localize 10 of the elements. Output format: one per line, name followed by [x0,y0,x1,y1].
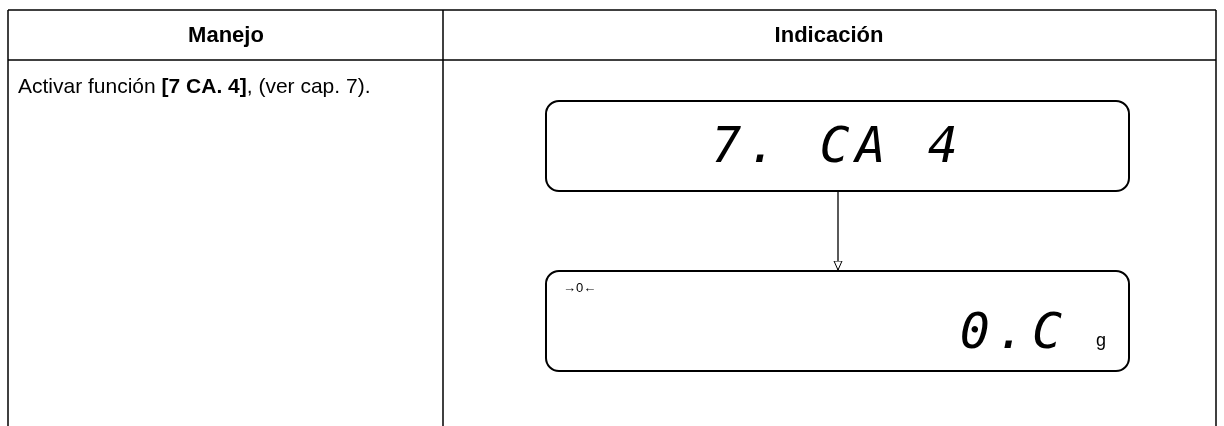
zero-indicator: →0← [563,280,597,295]
display-panel [545,270,1130,372]
arrow [833,191,843,271]
display-panel [545,100,1130,192]
instruction-text: Activar función [7 CA. 4], (ver cap. 7). [18,74,371,98]
display-readout: 7. CA 4 [710,116,965,174]
column-header: Indicación [774,22,884,48]
display-readout: 0.C [959,302,1068,360]
column-header: Manejo [188,22,264,48]
unit-text: g [1096,330,1106,351]
